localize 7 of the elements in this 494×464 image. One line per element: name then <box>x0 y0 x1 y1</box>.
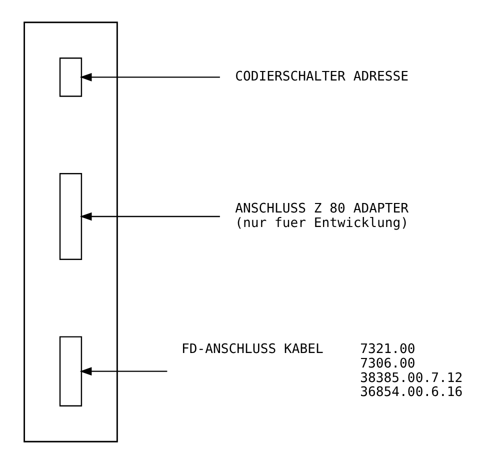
node-label: 36854.00.6.16 <box>360 385 463 400</box>
node-text: ANSCHLUSS Z 80 ADAPTER (nur fuer Entwicklung) <box>235 202 409 231</box>
node-label: 7306.00 <box>360 356 416 372</box>
node-label: 7321.00 <box>360 342 416 358</box>
node-text: CODIERSCHALTER ADRESSE <box>235 70 409 85</box>
node-label: 38385.00.7.12 <box>360 370 463 386</box>
node-text: FD-ANSCHLUSS KABEL <box>181 342 324 358</box>
